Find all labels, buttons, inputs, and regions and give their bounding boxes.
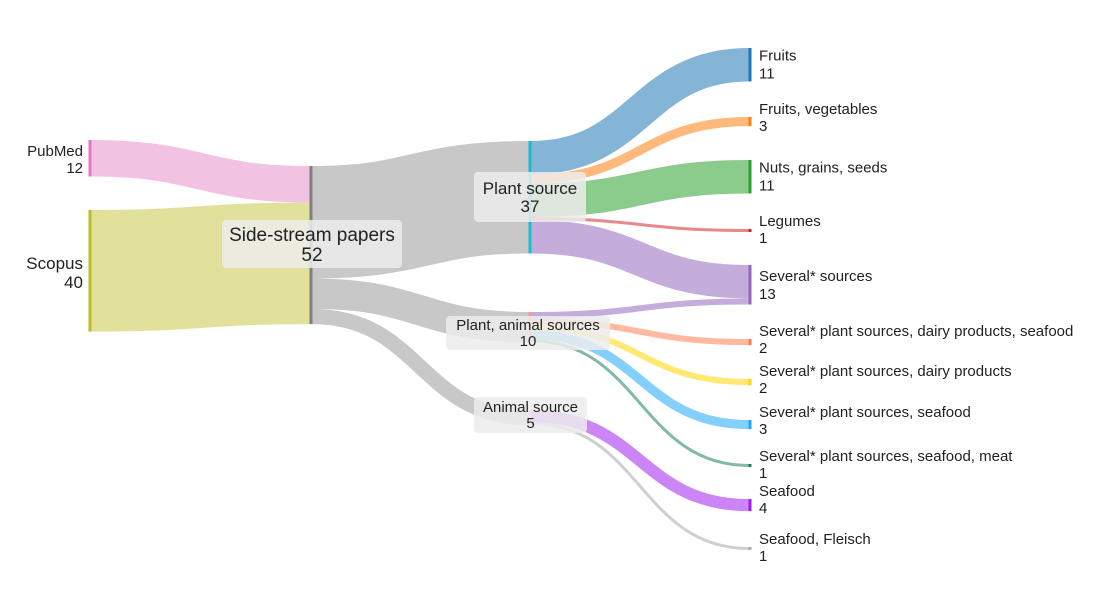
label-background [446,316,610,350]
node-fruits[interactable] [748,48,752,82]
node-name: Seafood, Fleisch [759,531,871,548]
link-plantanimal-several[interactable] [530,298,750,319]
node-spsm[interactable] [748,464,752,468]
node-name: Fruits, vegetables [759,101,877,118]
node-value: 1 [759,465,767,482]
node-name: Plant, animal sources [456,317,599,334]
node-name: Fruits [759,48,797,65]
node-spds[interactable] [748,339,752,346]
node-value: 4 [759,500,767,517]
node-name: Several* plant sources, seafood [759,404,971,421]
node-name: Seafood [759,483,815,500]
node-name: Scopus [26,254,83,273]
node-name: Nuts, grains, seeds [759,160,887,177]
node-scopus[interactable] [88,210,92,332]
sankey-links [90,48,750,551]
node-value: 1 [759,548,767,565]
node-several[interactable] [748,265,752,305]
node-value: 40 [64,273,83,292]
node-seafoodfleisch[interactable] [748,547,752,551]
node-value: 37 [521,197,540,216]
node-value: 11 [759,178,775,195]
node-name: Several* plant sources, dairy products [759,363,1012,380]
node-name: Plant source [483,179,578,198]
node-name: PubMed [27,143,83,160]
node-fruitsveg[interactable] [748,117,752,127]
node-nuts[interactable] [748,160,752,194]
node-sps[interactable] [748,420,752,430]
node-name: Side-stream papers [229,225,395,246]
node-value: 10 [520,333,537,350]
node-value: 52 [301,245,322,266]
node-name: Several* plant sources, dairy products, … [759,323,1073,340]
node-value: 2 [759,340,767,357]
node-spd[interactable] [748,379,752,386]
node-legumes[interactable] [748,229,752,233]
node-value: 3 [759,118,767,135]
node-value: 1 [759,230,767,247]
node-value: 12 [66,160,83,177]
node-value: 11 [759,66,775,83]
node-name: Legumes [759,213,821,230]
node-name: Animal source [483,399,578,416]
node-pubmed[interactable] [88,140,92,177]
link-plant-several[interactable] [530,220,750,299]
link-animal-seafoodfleisch[interactable] [530,422,750,551]
label-background [474,397,587,433]
node-value: 2 [759,380,767,397]
node-label-spds: Several* plant sources, dairy products, … [759,323,1073,357]
node-value: 5 [526,415,534,432]
label-background [222,220,402,268]
node-seafood[interactable] [748,499,752,512]
node-value: 13 [759,286,776,303]
node-name: Several* plant sources, seafood, meat [759,448,1013,465]
link-plant-fruits[interactable] [530,48,750,175]
label-background [474,172,586,222]
node-name: Several* sources [759,268,872,285]
link-pubmed-side[interactable] [90,140,311,203]
node-value: 3 [759,421,767,438]
